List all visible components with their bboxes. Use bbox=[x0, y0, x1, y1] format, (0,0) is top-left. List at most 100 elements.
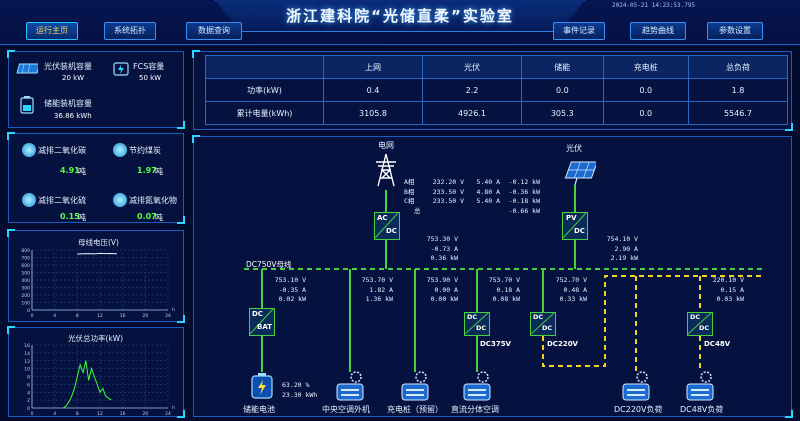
battery-soc: 63.20 % bbox=[282, 381, 310, 389]
x-tick-label: 4 bbox=[53, 313, 56, 319]
x-axis-label: h bbox=[172, 405, 175, 411]
dc48-branch-power: 0.03 kW bbox=[716, 295, 744, 303]
y-tick-label: 700 bbox=[21, 256, 30, 262]
grid-voltage-c: 233.50 V bbox=[432, 197, 464, 205]
x-tick-label: 4 bbox=[53, 411, 56, 417]
co2-icon bbox=[22, 143, 36, 157]
acdc-bottom: DC bbox=[386, 227, 397, 235]
x-tick-label: 24 bbox=[165, 411, 171, 417]
dc48-converter[interactable]: DC DC bbox=[687, 312, 713, 336]
load-label-dc48: DC48V负荷 bbox=[680, 405, 724, 414]
grid-phase-labels: A相 B相 C相 总 bbox=[404, 178, 428, 216]
title-plate bbox=[215, 0, 585, 32]
y-tick-label: 200 bbox=[21, 293, 30, 299]
app-title: 浙江建科院“光储直柔”实验室 bbox=[286, 7, 514, 25]
hvac-branch-power: 1.36 kW bbox=[365, 295, 393, 303]
branch-hvac-meas: 753.70 V 1.82 A 1.36 kW bbox=[353, 276, 393, 305]
grid-label: 电网 bbox=[378, 141, 394, 150]
acdc-top: AC bbox=[377, 214, 388, 222]
y-tick-label: 500 bbox=[21, 271, 30, 277]
pv-power: 2.19 kW bbox=[610, 254, 638, 262]
charger-branch-voltage: 753.90 V bbox=[426, 276, 458, 284]
fcs-icon bbox=[113, 62, 129, 76]
dc375-branch-power: 0.08 kW bbox=[492, 295, 520, 303]
x-tick-label: 8 bbox=[76, 411, 79, 417]
x-tick-label: 24 bbox=[165, 313, 171, 319]
table-cell: 305.3 bbox=[521, 101, 604, 125]
battery-branch-power: 0.02 kW bbox=[278, 295, 306, 303]
y-tick-label: 800 bbox=[21, 248, 30, 254]
grid-currents: 5.40 A 4.80 A 5.40 A bbox=[470, 178, 500, 207]
grid-voltage-b: 233.50 V bbox=[432, 187, 464, 196]
so2-unit: 吨 bbox=[78, 213, 86, 222]
dc48-top: DC bbox=[690, 313, 701, 321]
acdc-power: 0.36 kW bbox=[430, 254, 458, 262]
dc-bat-converter[interactable]: DC BAT bbox=[249, 308, 275, 336]
branch-dc375-meas: 753.70 V 0.18 A 0.08 kW bbox=[480, 276, 520, 305]
acdc-voltage: 753.30 V bbox=[426, 235, 458, 243]
ac-dc-converter[interactable]: AC DC bbox=[374, 212, 400, 240]
branch-dc48-meas: 220.10 V 0.15 A 0.03 kW bbox=[704, 276, 744, 305]
grid-power-c: -0.18 kW bbox=[508, 197, 540, 205]
load-label-dc220: DC220V负荷 bbox=[614, 405, 663, 414]
y-tick-label: 14 bbox=[24, 351, 30, 357]
bus-voltage-chart-panel bbox=[7, 229, 185, 323]
grid-voltage-a: 232.20 V bbox=[432, 178, 464, 186]
grid-power-total: -0.66 kW bbox=[508, 206, 540, 215]
table-header-cell: 储能 bbox=[521, 55, 604, 79]
nav-trend-button[interactable]: 趋势曲线 bbox=[630, 22, 686, 40]
table-header-cell bbox=[205, 55, 324, 79]
nox-label: 减排氮氧化物 bbox=[129, 196, 177, 205]
nav-topology-button[interactable]: 系统拓扑 bbox=[104, 22, 156, 40]
fcs-capacity-value: 50 kW bbox=[139, 74, 162, 82]
grid-phase-total: 总 bbox=[414, 206, 421, 215]
x-tick-label: 20 bbox=[142, 411, 148, 417]
solar-panel-icon bbox=[16, 63, 38, 74]
pv-voltage: 754.10 V bbox=[606, 235, 638, 243]
dc220-branch-power: 0.33 kW bbox=[559, 295, 587, 303]
y-tick-label: 100 bbox=[21, 301, 30, 307]
y-tick-label: 400 bbox=[21, 278, 30, 284]
nav-query-button[interactable]: 数据查询 bbox=[186, 22, 242, 40]
dc220-converter[interactable]: DC DC bbox=[530, 312, 556, 336]
nav-home-button[interactable]: 运行主页 bbox=[26, 22, 78, 40]
split-ac-icon[interactable] bbox=[462, 370, 492, 402]
x-tick-label: 20 bbox=[142, 313, 148, 319]
dc48-load-icon[interactable] bbox=[685, 370, 715, 402]
dc375-top: DC bbox=[467, 313, 478, 321]
table-cell: 0.4 bbox=[323, 78, 423, 102]
dc220-branch-voltage: 752.70 V bbox=[555, 276, 587, 284]
x-tick-label: 12 bbox=[97, 313, 103, 319]
co2-unit: 吨 bbox=[78, 167, 86, 176]
dc48-label: DC48V bbox=[704, 340, 731, 348]
nav-events-button[interactable]: 事件记录 bbox=[553, 22, 605, 40]
pv-dc-converter[interactable]: PV DC bbox=[562, 212, 588, 240]
y-tick-label: 300 bbox=[21, 286, 30, 292]
battery-storage-icon bbox=[20, 96, 34, 114]
nox-icon bbox=[113, 193, 127, 207]
nav-settings-button[interactable]: 参数设置 bbox=[707, 22, 763, 40]
table-cell: 0.0 bbox=[602, 101, 689, 125]
dc220-bottom: DC bbox=[542, 324, 553, 332]
battery-icon[interactable] bbox=[250, 372, 274, 400]
pv-label: 光伏 bbox=[566, 144, 582, 153]
dc375-converter[interactable]: DC DC bbox=[464, 312, 490, 336]
load-label-split-ac: 直流分体空调 bbox=[451, 405, 499, 414]
pv-capacity-label: 光伏装机容量 bbox=[44, 62, 92, 71]
pv-capacity-value: 20 kW bbox=[62, 74, 85, 82]
hvac-branch-voltage: 753.70 V bbox=[361, 276, 393, 284]
dc220-branch-current: 0.48 A bbox=[563, 285, 587, 294]
acdc-measurements: 753.30 V -0.73 A 0.36 kW bbox=[418, 235, 458, 264]
dc220-load-icon[interactable] bbox=[621, 370, 651, 402]
grid-phase-a: A相 bbox=[404, 178, 415, 186]
power-grid-pylon-icon bbox=[376, 153, 396, 187]
charging-pile-icon[interactable] bbox=[400, 370, 430, 402]
central-hvac-icon[interactable] bbox=[335, 370, 365, 402]
x-tick-label: 16 bbox=[120, 313, 126, 319]
voltage-chart-title: 母线电压(V) bbox=[78, 238, 119, 247]
x-tick-label: 8 bbox=[76, 313, 79, 319]
battery-branch-voltage: 753.10 V bbox=[274, 276, 306, 284]
pvdc-top: PV bbox=[566, 214, 577, 222]
series-line bbox=[62, 360, 112, 409]
